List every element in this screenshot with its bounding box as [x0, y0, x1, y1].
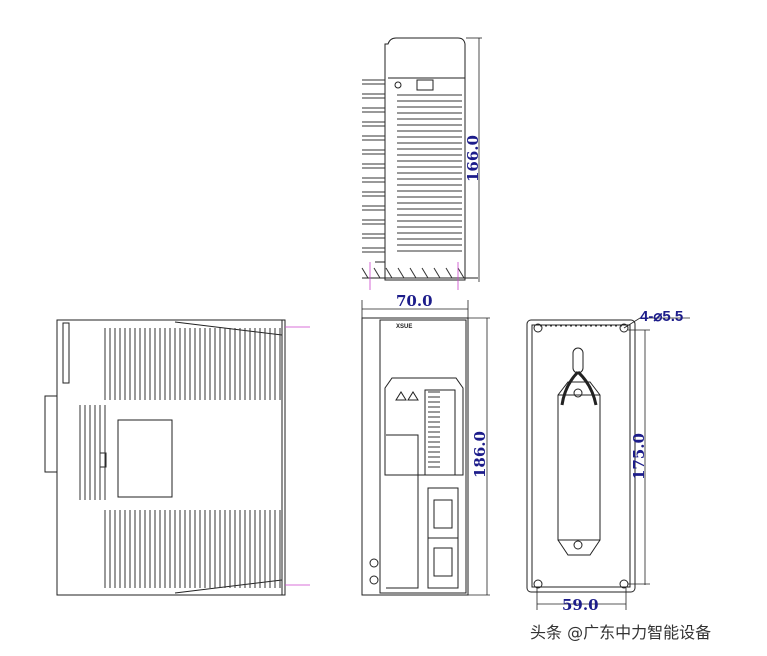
vent-line: [409, 267, 417, 279]
vent-line: [421, 267, 429, 279]
dimension-hole-spacing-vertical: 175.0: [630, 433, 648, 480]
vent-line: [361, 267, 369, 279]
side-view: [44, 319, 286, 596]
vent-line: [397, 267, 405, 279]
dimension-front-height: 186.0: [471, 431, 489, 478]
dimension-lines: [285, 37, 690, 610]
vent-line: [385, 267, 393, 279]
back-view: [526, 319, 636, 593]
watermark: 头条 @广东中力智能设备: [530, 623, 712, 642]
dimension-top-depth: 166.0: [464, 135, 482, 182]
vent-line: [433, 267, 441, 279]
dimension-hole-spacing-horizontal: 59.0: [562, 596, 599, 614]
vent-line: [457, 267, 465, 279]
dimension-front-width: 70.0: [396, 292, 433, 310]
vent-line: [373, 267, 381, 279]
vent-line: [445, 267, 453, 279]
front-view: [361, 317, 469, 596]
vent-slots: [79, 79, 622, 588]
dimension-mount-holes: 4-⌀5.5: [640, 308, 683, 325]
front-panel-brand: XSUE: [396, 324, 412, 330]
top-view: [362, 37, 478, 281]
